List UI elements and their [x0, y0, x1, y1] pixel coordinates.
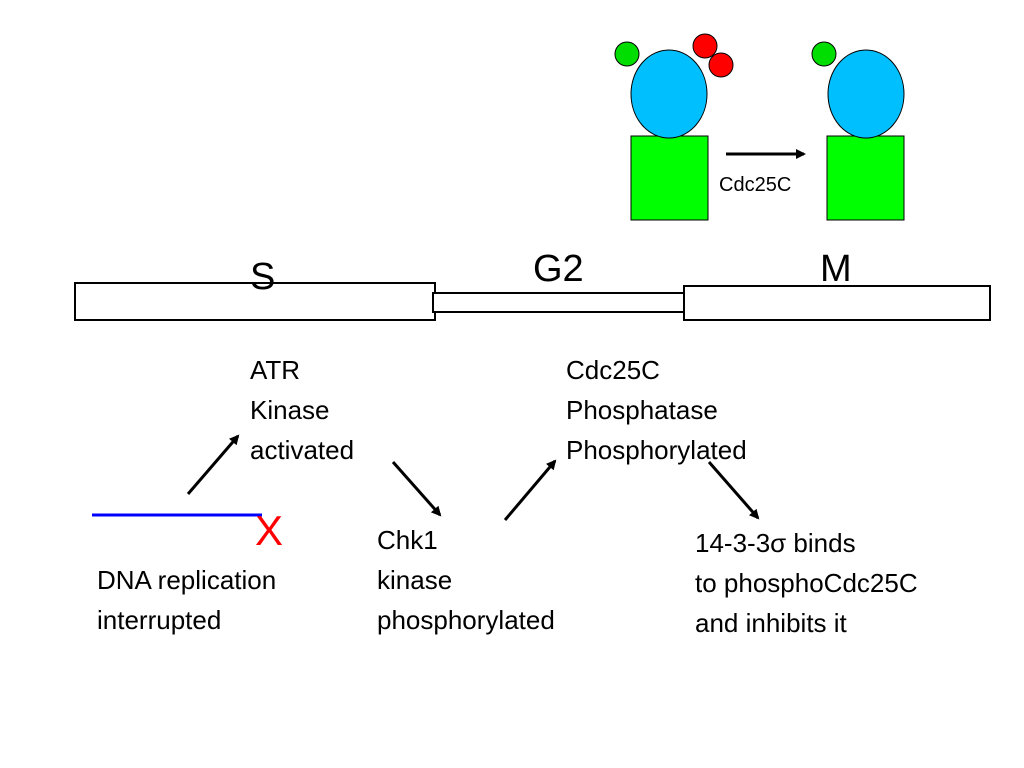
- cdc25c-line-2: Phosphatase: [566, 395, 718, 425]
- dna-line-1: DNA replication: [97, 565, 277, 595]
- atr-line-1: ATR: [250, 355, 301, 385]
- g2-phase-bar: [432, 292, 687, 313]
- protein-14-3-3-line-1: 14-3-3σ binds: [695, 528, 856, 558]
- cdc25c-arrow-label: Cdc25C: [719, 174, 792, 196]
- cdk-subunit: [630, 135, 709, 221]
- dna-replication-text: DNA replication interrupted: [97, 560, 276, 640]
- inhibitory-phosphate: [708, 52, 734, 78]
- replication-block-mark: X: [255, 507, 284, 554]
- atr-line-2: Kinase: [250, 395, 330, 425]
- activating-phosphate: [614, 41, 640, 67]
- chk1-line-1: Chk1: [377, 525, 438, 555]
- activating-phosphate: [811, 41, 837, 67]
- atr-kinase-text: ATR Kinase activated: [250, 350, 354, 470]
- inactive-cdk-cyclin-complex: [614, 33, 734, 221]
- cdc25c-line-3: Phosphorylated: [566, 435, 747, 465]
- cyclin-subunit: [630, 49, 708, 139]
- dna-line-2: interrupted: [97, 605, 222, 635]
- cdc25c-phosphatase-text: Cdc25C Phosphatase Phosphorylated: [566, 350, 747, 470]
- protein-14-3-3-line-2: to phosphoCdc25C: [695, 568, 918, 598]
- chk1-line-2: kinase: [377, 565, 453, 595]
- chk1-kinase-text: Chk1 kinase phosphorylated: [377, 520, 555, 640]
- cyclin-subunit: [827, 49, 905, 139]
- cdc25c-to-14-3-3-arrow: [707, 461, 760, 520]
- s-phase-label: S: [250, 256, 276, 298]
- inhibitory-phosphate: [692, 33, 718, 59]
- atr-line-3: activated: [250, 435, 355, 465]
- m-phase-bar: [683, 285, 991, 321]
- m-phase-label: M: [820, 248, 852, 290]
- g2-phase-label: G2: [533, 248, 584, 290]
- chk1-to-cdc25c-arrow: [503, 459, 557, 521]
- protein-14-3-3-text: 14-3-3σ binds to phosphoCdc25C and inhib…: [695, 523, 918, 643]
- cdk-subunit: [826, 135, 905, 221]
- dna-to-atr-arrow: [186, 434, 240, 495]
- cdc25c-line-1: Cdc25C: [566, 355, 660, 385]
- atr-to-chk1-arrow: [391, 461, 442, 517]
- protein-14-3-3-line-3: and inhibits it: [695, 608, 847, 638]
- chk1-line-3: phosphorylated: [377, 605, 555, 635]
- s-phase-bar: [74, 282, 436, 321]
- active-cdk-cyclin-complex: [811, 41, 905, 221]
